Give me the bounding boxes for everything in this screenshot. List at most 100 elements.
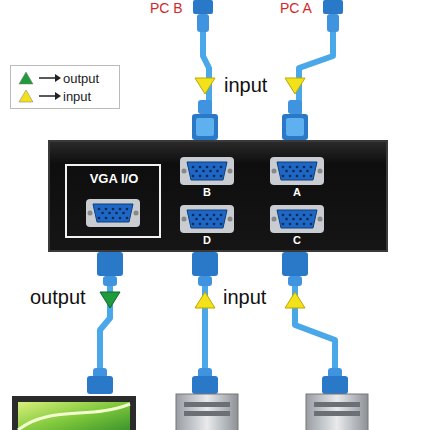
pin-hole: [303, 223, 306, 226]
input-arrow: [195, 78, 215, 94]
pin-hole: [299, 218, 302, 221]
screw: [318, 169, 323, 174]
port-shell: [187, 162, 227, 180]
screw: [228, 217, 233, 222]
pin-hole: [282, 175, 285, 178]
screw: [134, 211, 139, 216]
vga-port-node: C: [267, 204, 331, 248]
pin-hole: [206, 175, 209, 178]
port-shell: [277, 210, 317, 228]
vga-port: [85, 198, 141, 228]
pin-hole: [303, 175, 306, 178]
screw: [228, 169, 233, 174]
switch-box: VGA I/OBADC: [48, 140, 388, 252]
pin-hole: [213, 214, 216, 217]
port-shell: [187, 210, 227, 228]
legend-sample: [17, 70, 63, 86]
screw: [272, 169, 277, 174]
flow-label: input: [223, 286, 266, 309]
vga-plug: [282, 100, 308, 140]
pin-hole: [303, 166, 306, 169]
legend-arrowhead: [55, 92, 61, 100]
screw: [88, 211, 93, 216]
pin-hole: [282, 166, 285, 169]
port-shell: [277, 162, 317, 180]
pin-hole: [126, 208, 129, 211]
pin-hole: [195, 218, 198, 221]
pc-label: PC B: [150, 0, 183, 16]
legend-arrowhead: [55, 74, 61, 82]
screw: [272, 217, 277, 222]
pin-hole: [213, 223, 216, 226]
pin-hole: [282, 223, 285, 226]
input-arrow: [285, 292, 305, 308]
pc-label: PC A: [280, 0, 312, 16]
legend-text: input: [63, 89, 91, 104]
pin-hole: [206, 166, 209, 169]
pin-hole: [98, 217, 101, 220]
pin-hole: [105, 217, 108, 220]
pc-node: PC B: [150, 0, 218, 32]
legend-swatch: [19, 90, 33, 102]
screw: [182, 217, 187, 222]
pin-hole: [98, 208, 101, 211]
legend-swatch: [19, 72, 33, 84]
pin-hole: [296, 166, 299, 169]
pin-hole: [206, 223, 209, 226]
pin-hole: [195, 170, 198, 173]
panel-label: VGA I/O: [71, 171, 157, 186]
port-frame: [270, 205, 324, 233]
flow-label: output: [30, 286, 86, 309]
pin-hole: [192, 214, 195, 217]
pin-hole: [289, 223, 292, 226]
port-letter: C: [267, 234, 327, 246]
pin-hole: [199, 166, 202, 169]
flow-label: input: [224, 74, 267, 97]
port-shell: [93, 204, 133, 222]
pin-hole: [119, 217, 122, 220]
legend-sample: [17, 88, 63, 104]
pin-hole: [192, 223, 195, 226]
pin-hole: [299, 170, 302, 173]
vga-port-node: D: [177, 204, 241, 248]
pin-hole: [202, 170, 205, 173]
pin-hole: [108, 212, 111, 215]
pin-hole: [199, 214, 202, 217]
pin-hole: [282, 214, 285, 217]
port-frame: [270, 157, 324, 185]
pin-hole: [199, 175, 202, 178]
pin-hole: [112, 208, 115, 211]
pin-hole: [310, 214, 313, 217]
pin-hole: [112, 217, 115, 220]
pin-hole: [289, 175, 292, 178]
legend-text: output: [63, 71, 99, 86]
legend: output input: [10, 65, 120, 109]
pin-hole: [122, 212, 125, 215]
legend-arrow: [39, 95, 55, 97]
vga-plug: [87, 252, 348, 394]
pin-hole: [199, 223, 202, 226]
pin-hole: [220, 214, 223, 217]
legend-row: input: [17, 87, 113, 105]
legend-arrow: [39, 77, 55, 79]
pin-hole: [289, 166, 292, 169]
pin-hole: [296, 214, 299, 217]
pin-hole: [310, 223, 313, 226]
pin-hole: [285, 170, 288, 173]
port-frame: [180, 157, 234, 185]
pin-hole: [292, 218, 295, 221]
screw: [318, 217, 323, 222]
pin-hole: [220, 175, 223, 178]
pin-hole: [306, 218, 309, 221]
pin-hole: [202, 218, 205, 221]
pin-hole: [306, 170, 309, 173]
pin-hole: [213, 166, 216, 169]
pc-tower: [176, 394, 238, 430]
vga-port: [269, 156, 325, 186]
pin-hole: [220, 166, 223, 169]
pin-hole: [296, 223, 299, 226]
pin-hole: [126, 217, 129, 220]
vga-plug: [323, 0, 343, 32]
pin-hole: [285, 218, 288, 221]
vga-plug: [193, 0, 213, 32]
